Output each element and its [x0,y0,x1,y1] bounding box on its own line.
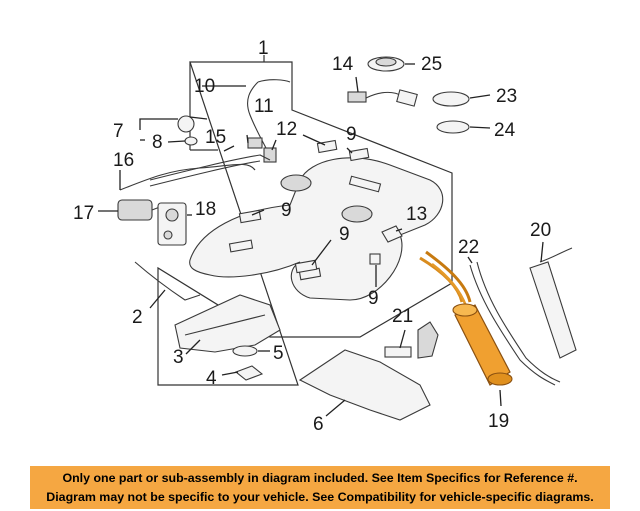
heat-shield-3 [174,294,281,353]
wire-harness-10 [247,81,269,153]
callout-1: 1 [258,38,269,59]
pad-9d [294,259,318,274]
callout-19: 19 [488,411,509,432]
washer-5 [232,345,258,357]
disclaimer-line-2: Diagram may not be specific to your vehi… [46,489,594,504]
fuel-pump-19 [419,250,513,386]
grommet-7 [177,115,195,133]
callout-14: 14 [332,54,354,75]
callout-11: 11 [254,96,274,117]
callout-9c: 9 [339,224,350,245]
sensor-11 [247,137,263,149]
callout-12: 12 [276,119,297,140]
fuel-line-15 [149,154,271,181]
callout-15: 15 [205,127,226,148]
callout-21: 21 [392,306,413,327]
callout-9b: 9 [281,200,292,221]
callout-23: 23 [496,86,517,107]
skid-plate-6 [298,349,431,421]
callout-22: 22 [458,237,479,258]
bracket-21 [417,321,439,359]
cap-25 [367,56,405,72]
callout-20: 20 [530,220,551,241]
fuel-tank [189,157,444,301]
callout-8: 8 [152,132,163,153]
clip-4 [234,365,264,381]
callout-3: 3 [173,347,184,368]
disclaimer-line-1: Only one part or sub-assembly in diagram… [62,471,578,485]
callout-13: 13 [406,204,427,225]
strap-2 [134,261,201,301]
callout-16: 16 [113,150,134,171]
sender-harness-14 [347,89,418,107]
assembly-frame [157,61,453,386]
callout-2: 2 [132,307,143,328]
callout-17: 17 [73,203,94,224]
fuel-tubes-22 [469,261,561,386]
callout-18: 18 [195,199,216,220]
callout-10: 10 [194,76,215,97]
callout-9d: 9 [368,288,379,309]
fuel-filter-17 [117,199,166,221]
bracket-18 [157,202,187,246]
callout-4: 4 [206,368,217,389]
lock-ring-23 [432,91,470,107]
disclaimer-banner: Only one part or sub-assembly in diagram… [30,466,610,509]
fuel-line-16 [119,163,256,191]
callout-9a: 9 [346,124,357,145]
callout-5: 5 [273,343,284,364]
pad-9e [369,253,381,265]
pad-9b [348,147,370,162]
callout-7: 7 [113,121,124,142]
callout-25: 25 [421,54,442,75]
seal-24 [436,120,470,134]
callout-6: 6 [313,414,324,435]
callout-24: 24 [494,120,516,141]
grommet-8 [184,136,198,146]
sensor-tube-20 [529,247,577,359]
